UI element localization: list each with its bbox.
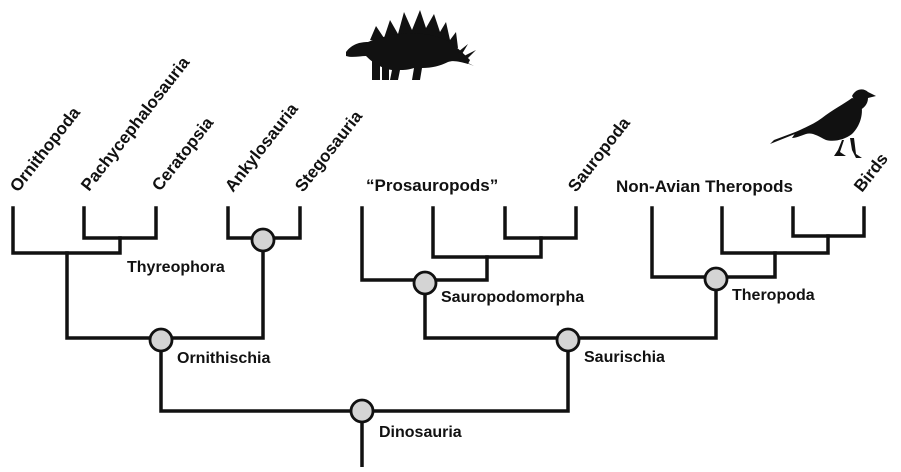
branch-pachy-cerat [84,208,156,238]
taxon-label-non-avian-theropods: Non-Avian Theropods [616,177,793,196]
branch-sauropod-pair [505,208,576,238]
taxon-labels: Ornithopoda Pachycephalosauria Ceratopsi… [6,53,892,196]
node-theropoda [705,268,727,290]
bird-silhouette-icon [770,89,876,158]
clade-label-saurischia: Saurischia [584,349,665,366]
taxon-label-prosauropods: “Prosauropods” [366,176,498,195]
branch-theropoda [652,208,775,277]
clade-label-thyreophora: Thyreophora [127,259,225,276]
branch-bird-pair [793,208,864,236]
node-saurischia [557,329,579,351]
clade-label-sauropodomorpha: Sauropodomorpha [441,289,584,306]
node-thyreophora [252,229,274,251]
branch-sauropodomorpha [362,208,487,280]
taxon-label-ankylosauria: Ankylosauria [221,99,302,195]
clade-label-ornithischia: Ornithischia [177,350,270,367]
taxon-label-ceratopsia: Ceratopsia [148,113,217,194]
branch-inner-theropod [722,208,828,253]
clade-label-dinosauria: Dinosauria [379,424,462,441]
taxon-label-stegosauria: Stegosauria [291,107,366,196]
branch-ornithopoda-group [13,208,120,253]
stegosaurus-silhouette-icon [346,10,476,80]
branch-inner-sauropodomorph [433,208,541,257]
node-sauropodomorpha [414,272,436,294]
node-ornithischia [150,329,172,351]
clade-label-theropoda: Theropoda [732,287,815,304]
taxon-label-ornithopoda: Ornithopoda [6,103,84,195]
node-dinosauria [351,400,373,422]
